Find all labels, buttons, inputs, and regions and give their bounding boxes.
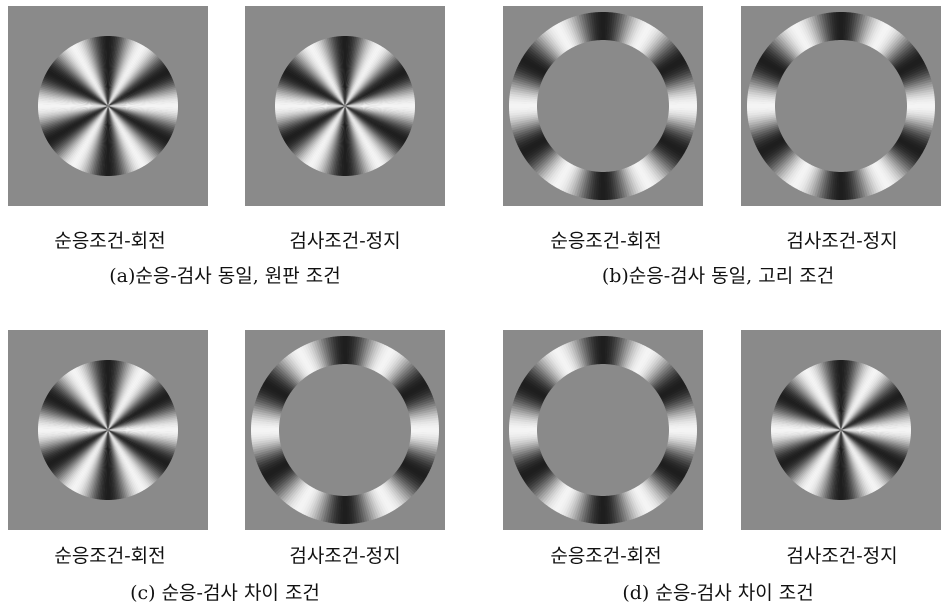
disc-grating [38,36,178,176]
stimulus-d-adapt [503,330,703,530]
stimulus-c-test [245,330,445,530]
stimulus-a-adapt [8,6,208,206]
stimulus-b-adapt [503,6,703,206]
label-b-adapt: 순응조건-회전 [486,229,726,253]
disc-grating [771,360,911,500]
label-b-test: 검사조건-정지 [722,229,942,253]
caption-d: (d) 순응-검사 차이 조건 [498,581,938,605]
stimulus-a-test [245,6,445,206]
stimulus-d-test [741,330,941,530]
caption-c: (c) 순응-검사 차이 조건 [5,581,445,605]
caption-b: (b)순응-검사 동일, 고리 조건 [498,264,938,288]
label-a-test: 검사조건-정지 [225,229,465,253]
label-a-adapt: 순응조건-회전 [0,229,230,253]
disc-grating [275,36,415,176]
caption-a: (a)순응-검사 동일, 원판 조건 [5,264,445,288]
label-c-adapt: 순응조건-회전 [0,544,230,568]
label-d-adapt: 순응조건-회전 [486,544,726,568]
label-c-test: 검사조건-정지 [225,544,465,568]
stimulus-c-adapt [8,330,208,530]
stimulus-b-test [741,6,941,206]
disc-grating [38,360,178,500]
label-d-test: 검사조건-정지 [722,544,942,568]
